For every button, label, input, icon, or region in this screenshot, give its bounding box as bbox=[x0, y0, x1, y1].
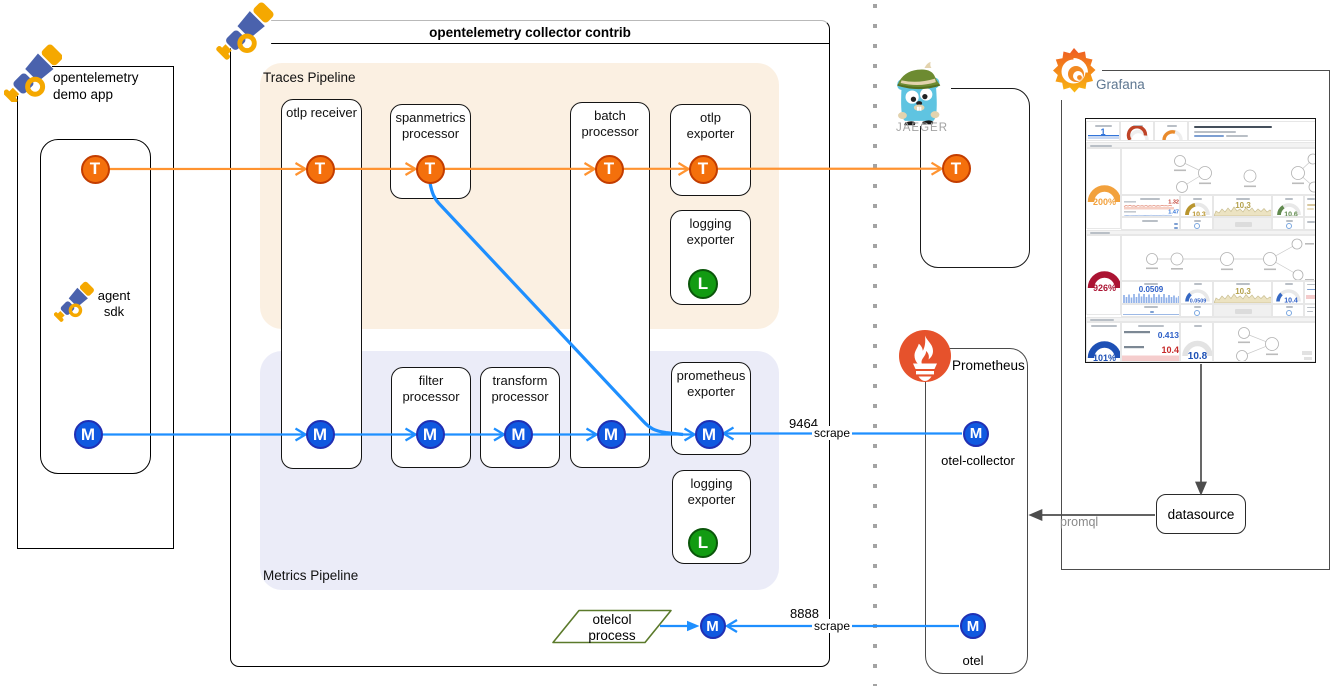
metric-badge-transform: M bbox=[504, 420, 533, 449]
dash-gauge-blue: 10.4 bbox=[1284, 297, 1298, 304]
agent-sdk-box bbox=[40, 139, 151, 474]
dash-sparkline-1: 10.3 bbox=[1235, 201, 1251, 210]
filter-processor-box: filter processor bbox=[391, 367, 471, 468]
metric-badge-demo-app: M bbox=[73, 420, 103, 449]
scrape-9464-label: scrape bbox=[812, 426, 853, 440]
trace-badge-otlp-receiver: T bbox=[305, 154, 335, 184]
dash-rate: 10.4 bbox=[1161, 345, 1179, 355]
batch-processor-label: batch processor bbox=[581, 108, 639, 139]
transform-processor-box: transform processor bbox=[480, 367, 560, 468]
datasource-box: datasource bbox=[1156, 494, 1246, 534]
logging-exporter-traces-box: logging exporter bbox=[670, 210, 751, 305]
grafana-logo bbox=[1046, 44, 1102, 100]
dash-stat-top: 1 bbox=[1100, 127, 1106, 137]
collector-title: opentelemetry collector contrib bbox=[429, 24, 631, 40]
prometheus-title: Prometheus bbox=[952, 358, 1025, 373]
agent-sdk-label: agent sdk bbox=[97, 288, 131, 319]
otlp-exporter-label: otlp exporter bbox=[686, 110, 735, 141]
transform-processor-label: transform processor bbox=[491, 373, 549, 404]
filter-processor-label: filter processor bbox=[402, 373, 460, 404]
trace-badge-batch: T bbox=[594, 154, 624, 184]
promql-label: promql bbox=[1060, 515, 1099, 529]
otlp-receiver-label: otlp receiver bbox=[286, 105, 357, 120]
metric-badge-prometheus-exporter: M bbox=[694, 420, 724, 449]
grafana-dashboard-screenshot: 1 200% bbox=[1085, 118, 1316, 363]
dash-gauge-101: 101% bbox=[1093, 353, 1116, 362]
grafana-title: Grafana bbox=[1096, 77, 1145, 92]
metric-badge-otelcol-process: M bbox=[699, 613, 726, 639]
log-badge-metrics: L bbox=[688, 528, 718, 558]
metric-badge-otlp-receiver: M bbox=[305, 420, 335, 449]
opentelemetry-logo-demo bbox=[4, 40, 62, 102]
metric-badge-otel: M bbox=[960, 613, 986, 639]
otel-label: otel bbox=[962, 653, 984, 668]
scrape-9464-port: 9464 bbox=[789, 416, 818, 431]
metric-badge-filter: M bbox=[415, 420, 445, 449]
dash-gauge-gold: 10.3 bbox=[1192, 212, 1206, 218]
trace-badge-jaeger: T bbox=[941, 154, 971, 183]
otelcol-process-label: otelcol process bbox=[588, 612, 636, 643]
dash-gauge-green: 10.6 bbox=[1284, 212, 1298, 218]
spanmetrics-processor-box: spanmetrics processor bbox=[390, 104, 471, 199]
collector-titlebar: opentelemetry collector contrib bbox=[231, 21, 829, 44]
spanmetrics-processor-label: spanmetrics processor bbox=[395, 110, 466, 141]
agent-sdk-telescope-icon bbox=[54, 281, 94, 322]
dash-big-stat: 10.8 bbox=[1188, 351, 1208, 362]
prometheus-logo bbox=[899, 330, 951, 382]
otlp-receiver-box: otlp receiver bbox=[281, 99, 362, 469]
opentelemetry-logo-collector bbox=[216, 0, 274, 60]
dash-gauge-200: 200% bbox=[1093, 197, 1116, 207]
otel-collector-label: otel-collector bbox=[941, 453, 1015, 468]
logging-exporter-metrics-label: logging exporter bbox=[687, 476, 736, 507]
prometheus-exporter-label: prometheus exporter bbox=[676, 368, 746, 399]
metric-badge-otel-collector: M bbox=[963, 420, 989, 447]
logging-exporter-traces-label: logging exporter bbox=[686, 216, 735, 247]
dash-bar-blue: 1.47 bbox=[1168, 210, 1179, 216]
datasource-label: datasource bbox=[1167, 506, 1235, 522]
dash-nodegraph-2 bbox=[1146, 238, 1314, 280]
trace-badge-demo-app: T bbox=[80, 154, 110, 184]
dash-gauge-926: 926% bbox=[1093, 283, 1116, 293]
log-badge-traces: L bbox=[688, 269, 718, 299]
dash-histogram: 0.0509 bbox=[1139, 285, 1164, 294]
trace-badge-spanmetrics: T bbox=[415, 154, 445, 184]
dash-ratio: 0.413 bbox=[1158, 330, 1180, 340]
trace-badge-otlp-exporter: T bbox=[688, 154, 718, 184]
dash-bar-red: 1.32 bbox=[1168, 200, 1179, 206]
jaeger-name: JAEGER bbox=[896, 122, 949, 134]
dash-nodegraph-3 bbox=[1236, 327, 1312, 361]
dash-gauge-small-blue: 0.0509 bbox=[1190, 298, 1207, 304]
demo-app-title: opentelemetry demo app bbox=[53, 70, 139, 102]
scrape-8888-label: scrape bbox=[812, 619, 853, 633]
jaeger-logo bbox=[891, 61, 951, 126]
traces-pipeline-label: Traces Pipeline bbox=[263, 70, 356, 85]
dash-sparkline-2: 10.3 bbox=[1235, 287, 1251, 296]
scrape-8888-port: 8888 bbox=[790, 606, 819, 621]
dash-nodegraph-1 bbox=[1174, 153, 1315, 193]
metric-badge-batch: M bbox=[596, 420, 626, 449]
metrics-pipeline-label: Metrics Pipeline bbox=[263, 568, 359, 583]
